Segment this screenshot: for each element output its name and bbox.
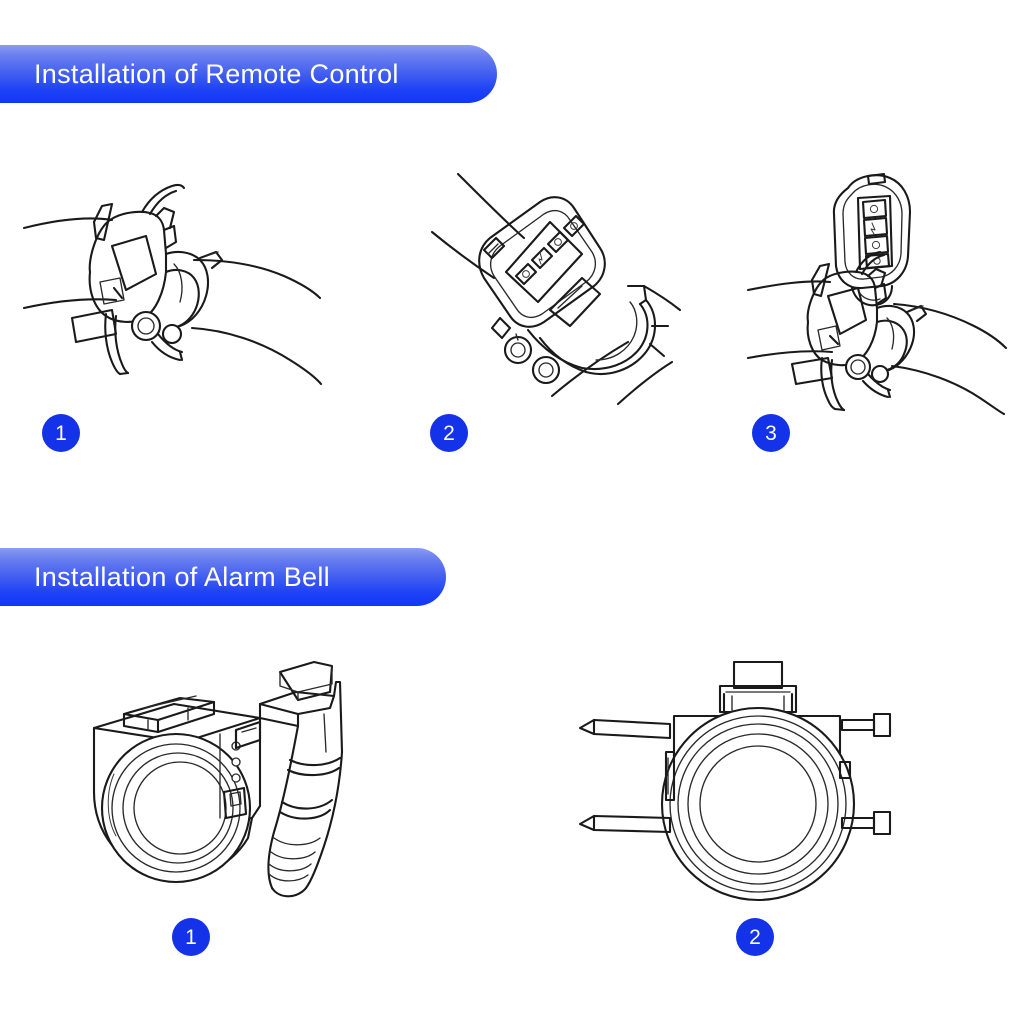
step-badge-remote-2-number: 2: [443, 421, 455, 445]
section-banner-remote-control-label: Installation of Remote Control: [34, 58, 399, 89]
step-badge-alarm-2-number: 2: [749, 925, 761, 949]
step-badge-alarm-1: 1: [172, 918, 210, 956]
step-badge-remote-3-number: 3: [765, 421, 777, 445]
step-badge-alarm-1-number: 1: [185, 925, 197, 949]
step-badge-alarm-2: 2: [736, 918, 774, 956]
step-badge-remote-2: 2: [430, 414, 468, 452]
step-badge-remote-1: 1: [42, 414, 80, 452]
section-banner-alarm-bell-label: Installation of Alarm Bell: [34, 561, 330, 592]
figure-remote-step-3: [744, 162, 1012, 416]
section-banner-remote-control: Installation of Remote Control: [0, 45, 497, 103]
figure-alarm-step-2: [574, 652, 906, 914]
step-badge-remote-3: 3: [752, 414, 790, 452]
figure-remote-step-2: [430, 160, 694, 412]
figure-remote-step-1: [16, 168, 326, 403]
figure-alarm-step-1: [84, 642, 366, 914]
section-banner-alarm-bell: Installation of Alarm Bell: [0, 548, 446, 606]
step-badge-remote-1-number: 1: [55, 421, 67, 445]
